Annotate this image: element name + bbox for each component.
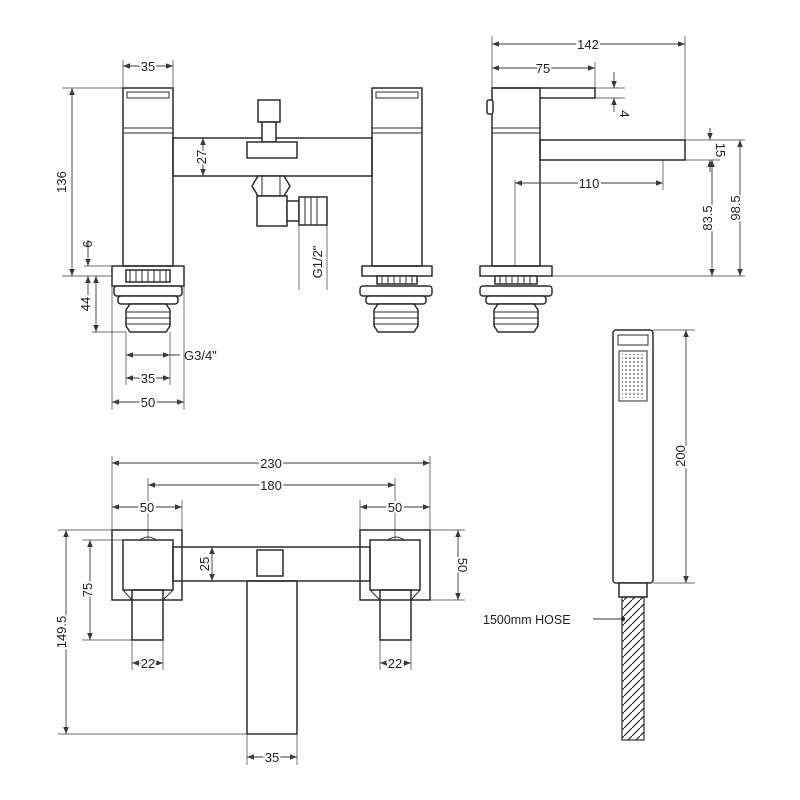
dim-top-overall-depth: 149.5 bbox=[54, 616, 69, 649]
dim-front-base-width: 50 bbox=[141, 395, 155, 410]
hose-label: 1500mm HOSE bbox=[483, 613, 571, 627]
dim-top-centres: 180 bbox=[260, 478, 282, 493]
side-view: 142 75 4 15 110 83.5 98.5 bbox=[479, 35, 745, 333]
dim-front-hose-thread: G1/2" bbox=[310, 245, 325, 278]
dim-side-handle-reach: 75 bbox=[536, 61, 550, 76]
left-pillar bbox=[122, 87, 174, 267]
dim-side-depth: 142 bbox=[577, 37, 599, 52]
shower-hose bbox=[621, 596, 645, 741]
dim-front-shank-length: 44 bbox=[78, 297, 93, 311]
diverter-body bbox=[246, 141, 298, 159]
dim-top-base-depth: 50 bbox=[455, 558, 470, 572]
dim-top-spout-width: 35 bbox=[265, 750, 279, 765]
dim-top-right-base: 50 bbox=[388, 500, 402, 515]
dim-handset-length: 200 bbox=[673, 445, 688, 467]
dim-side-overall-height: 98.5 bbox=[728, 195, 743, 220]
top-diverter bbox=[256, 549, 284, 577]
top-view: 230 180 50 50 25 50 75 149.5 22 22 bbox=[52, 454, 472, 767]
dim-top-left-base: 50 bbox=[140, 500, 154, 515]
dim-side-spout-height: 83.5 bbox=[700, 205, 715, 230]
dim-side-spout-thickness: 15 bbox=[713, 143, 728, 157]
dim-top-bar-depth: 25 bbox=[197, 557, 212, 571]
diverter-knob bbox=[257, 99, 281, 123]
side-pillar bbox=[491, 87, 541, 267]
front-view: 35 27 136 6 44 G1/2" G3/4" 35 50 bbox=[52, 57, 433, 412]
dim-top-left-handle-width: 22 bbox=[141, 656, 155, 671]
side-spout bbox=[539, 139, 686, 161]
dim-side-handle-offset: 4 bbox=[617, 110, 632, 117]
spray-face bbox=[618, 350, 648, 402]
hose-outlet bbox=[251, 175, 328, 227]
left-fixing bbox=[111, 265, 185, 333]
hose-connector bbox=[618, 582, 648, 598]
dim-front-deck-thickness: 6 bbox=[80, 240, 95, 247]
dim-front-spout-width: 35 bbox=[141, 59, 155, 74]
top-left-base bbox=[111, 529, 183, 601]
dim-front-bar-height: 27 bbox=[194, 150, 209, 164]
middle-fixing bbox=[359, 265, 433, 333]
top-right-handle bbox=[379, 589, 412, 641]
dim-top-overall-width: 230 bbox=[260, 456, 282, 471]
dim-top-right-handle-width: 22 bbox=[388, 656, 402, 671]
top-left-handle bbox=[131, 589, 164, 641]
dim-front-shank-width: 35 bbox=[141, 371, 155, 386]
dim-top-handle-depth: 75 bbox=[80, 583, 95, 597]
dim-front-inlet-thread: G3/4" bbox=[184, 348, 217, 363]
dim-front-total-height: 136 bbox=[54, 171, 69, 193]
dim-side-spout-reach: 110 bbox=[579, 176, 600, 191]
right-handle-cap bbox=[375, 91, 419, 99]
top-spout bbox=[246, 580, 298, 735]
hand-shower: 200 1500mm HOSE bbox=[483, 329, 695, 741]
left-handle-cap bbox=[126, 91, 170, 99]
right-pillar bbox=[371, 87, 423, 267]
